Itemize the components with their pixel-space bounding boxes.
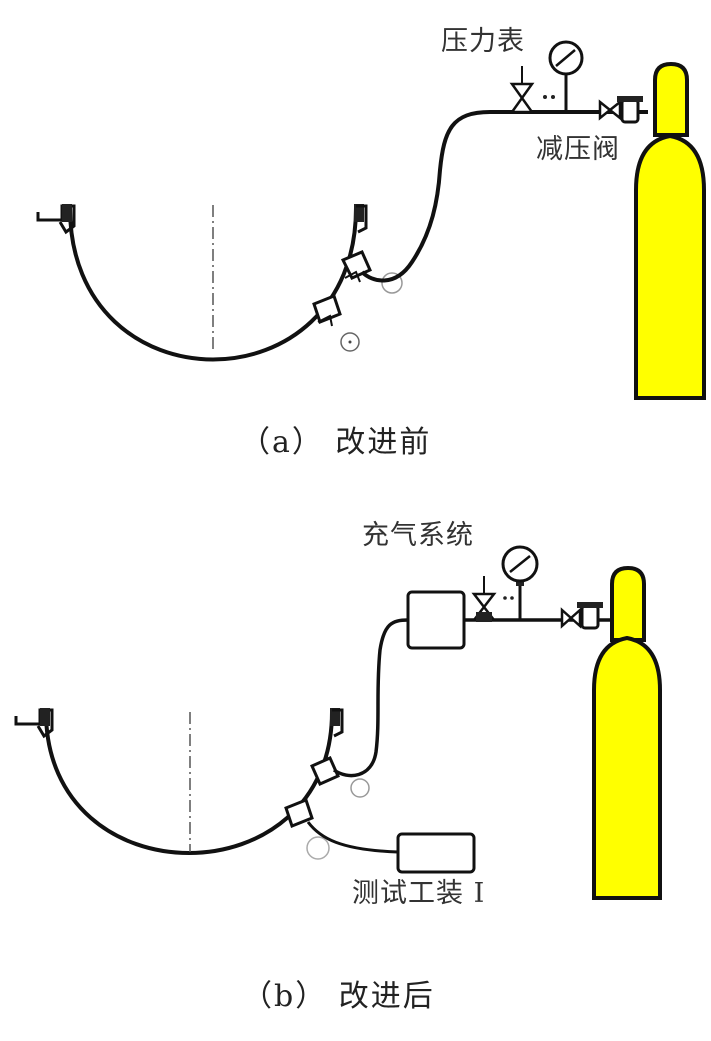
test-fixture-box [396, 832, 476, 874]
pressure-reducing-valve-icon-b [560, 602, 603, 630]
label-test-fixture: 测试工装 I [352, 878, 486, 909]
shell-fitting-lower-b [284, 798, 330, 860]
panel-a [36, 40, 706, 400]
label-pressure-gauge: 压力表 [441, 26, 525, 57]
caption-b: （b） 改进后 [242, 979, 435, 1014]
hose-b-lower [306, 821, 399, 854]
pressure-gauge-icon [548, 40, 584, 112]
shell-fitting-upper-a [340, 250, 403, 294]
pressure-gauge-icon-b [501, 545, 539, 620]
inflation-system-box [406, 590, 466, 650]
hose-a [360, 110, 648, 283]
shell-fitting-lower-a [312, 294, 360, 352]
shutoff-valve-icon-b [471, 576, 514, 622]
hose-b-upper [332, 618, 409, 778]
gas-cylinder-icon [634, 61, 706, 400]
caption-a: （a） 改进前 [240, 425, 432, 460]
gas-cylinder-icon-b [592, 565, 662, 900]
hemisphere-shell-b [14, 708, 344, 855]
panel-b [14, 545, 662, 900]
hemisphere-shell-a [36, 204, 368, 362]
label-reducing-valve: 减压阀 [536, 134, 620, 165]
label-inflation-system: 充气系统 [362, 520, 474, 551]
shell-fitting-upper-b [310, 756, 370, 798]
pressure-reducing-valve-icon [598, 96, 643, 124]
shutoff-valve-icon [509, 66, 555, 114]
